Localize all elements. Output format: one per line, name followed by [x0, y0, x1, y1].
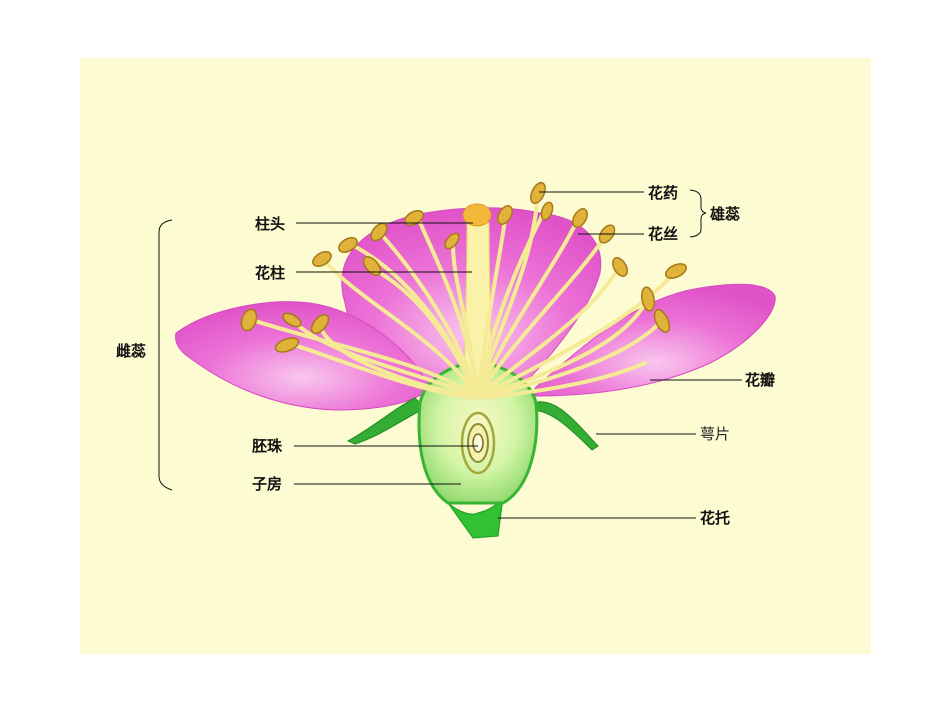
leader-lines	[158, 189, 742, 519]
label-ovule: 胚珠	[252, 437, 283, 455]
left-petal	[175, 301, 431, 411]
ovule-inner	[472, 433, 484, 453]
flower-diagram	[158, 181, 776, 539]
label-sepal: 萼片	[700, 425, 731, 443]
ovule-outer	[460, 411, 496, 475]
label-filament: 花丝	[648, 225, 679, 243]
label-petal: 花瓣	[745, 371, 776, 389]
label-anther: 花药	[648, 184, 679, 202]
filaments	[250, 186, 678, 400]
stigma-shape	[462, 203, 492, 227]
label-stamen: 雄蕊	[710, 205, 741, 223]
label-pistil: 雌蕊	[116, 342, 147, 360]
label-ovary: 子房	[252, 475, 283, 493]
label-receptacle: 花托	[700, 509, 731, 527]
label-stigma: 柱头	[255, 215, 286, 233]
label-style: 花柱	[255, 264, 286, 282]
right-sepal	[531, 401, 599, 451]
diagram-panel: 柱头 花柱 雌蕊 胚珠 子房 花药 花丝 雄蕊 花瓣 萼片 花托	[80, 58, 871, 654]
anthers	[240, 181, 688, 353]
